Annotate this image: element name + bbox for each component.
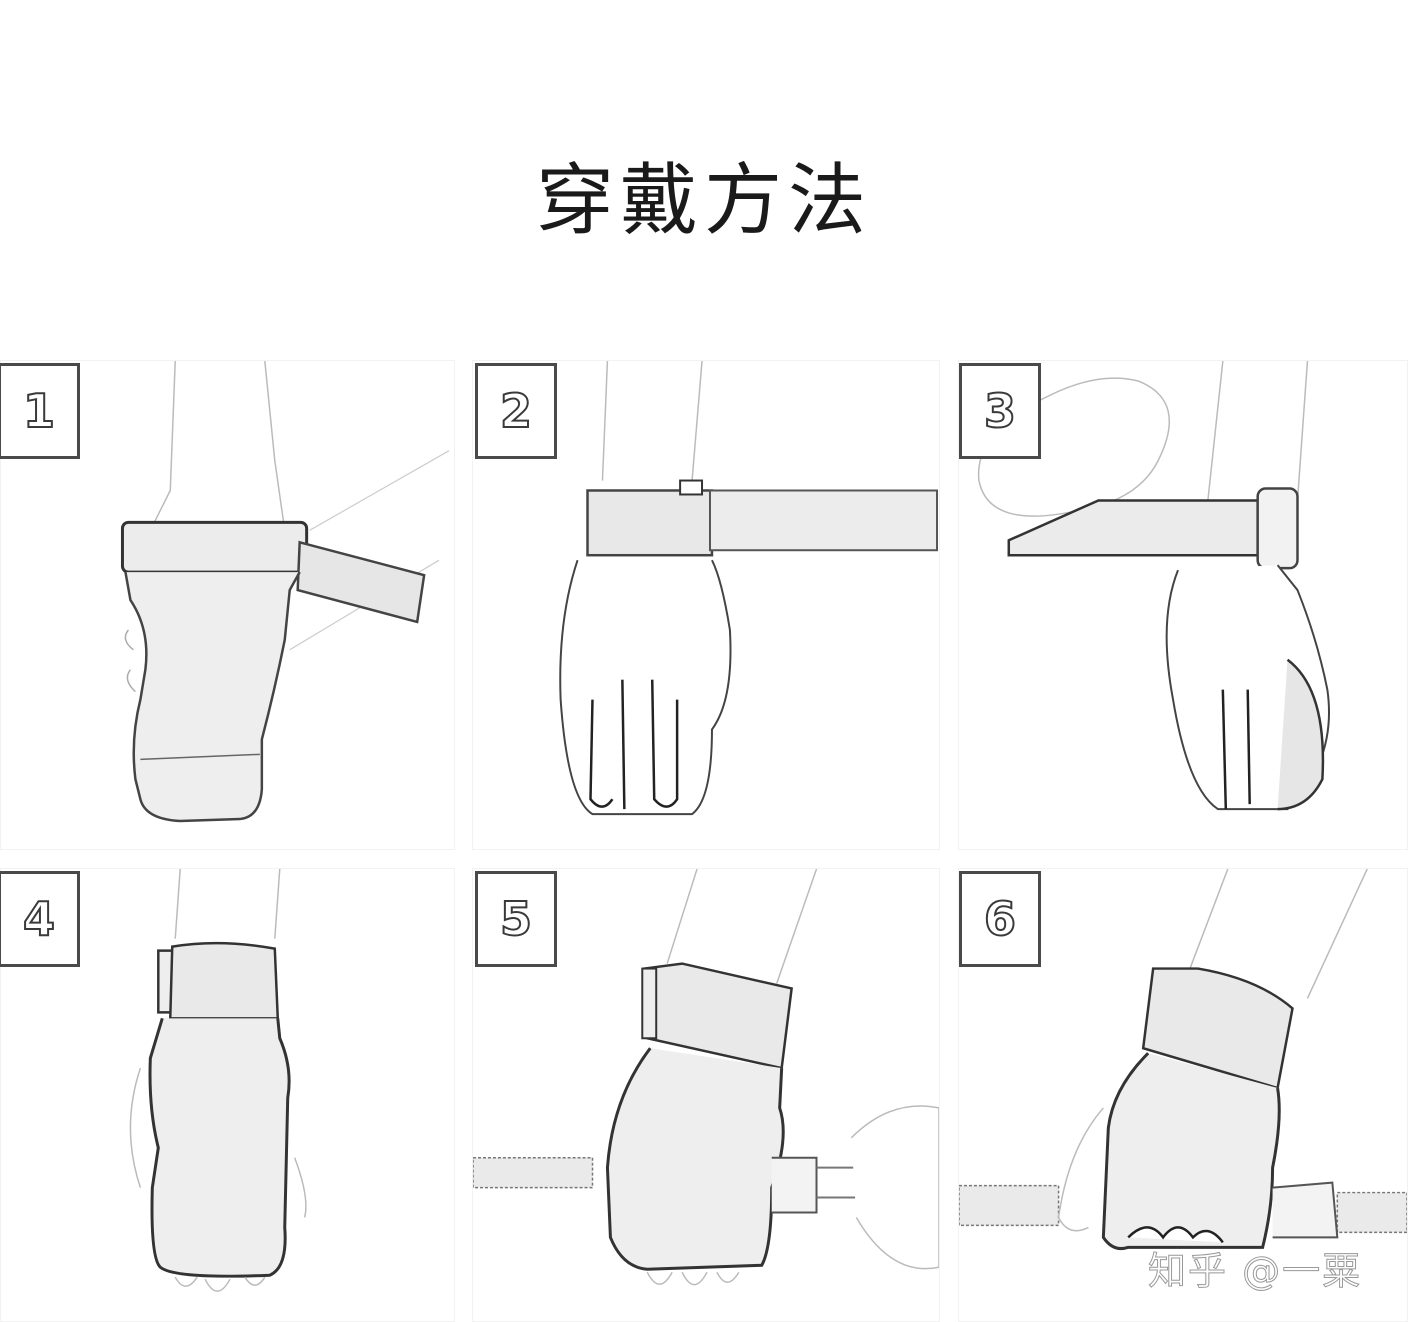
step-panel-4: 4 xyxy=(0,868,455,1322)
watermark: 知乎 @一粟 xyxy=(1147,1249,1363,1294)
step-panel-3: 3 xyxy=(958,360,1408,850)
page-title: 穿戴方法 xyxy=(535,156,872,246)
step-panel-5: 5 xyxy=(472,868,940,1322)
step-5-illustration xyxy=(473,869,939,1286)
step-badge-6: 6 xyxy=(959,871,1041,967)
step-badge-3: 3 xyxy=(959,363,1041,459)
step-2-illustration xyxy=(559,361,939,816)
step-panel-2: 2 xyxy=(472,360,940,850)
step-panel-1: 1 xyxy=(0,360,455,850)
step-6-illustration xyxy=(959,869,1407,1251)
step-4-illustration xyxy=(129,869,307,1292)
step-panel-6: 6 xyxy=(958,868,1408,1322)
step-badge-4: 4 xyxy=(0,871,80,967)
step-badge-2: 2 xyxy=(475,363,557,459)
step-1-illustration xyxy=(120,361,450,823)
step-badge-1: 1 xyxy=(0,363,80,459)
step-badge-5: 5 xyxy=(475,871,557,967)
